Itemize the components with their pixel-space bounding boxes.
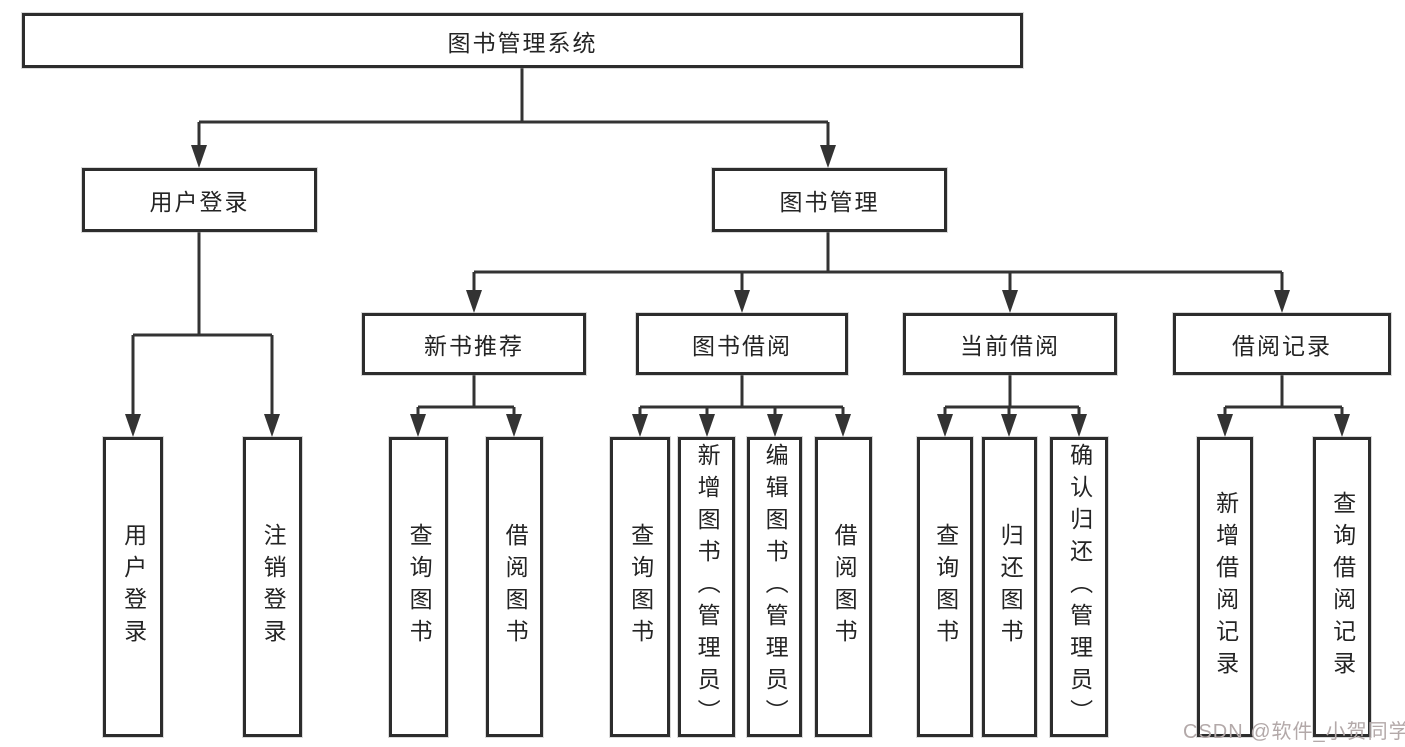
- node-user-login: 用户登录: [82, 168, 317, 232]
- node-book-management: 图书管理: [712, 168, 947, 232]
- arrow-down-icon: [1334, 414, 1350, 437]
- connector-current-to-leaves: [943, 375, 1081, 416]
- connector-mgmt-to-level3: [472, 232, 1284, 292]
- leaf-edit-book-admin: 编辑图书（管理员）: [747, 437, 802, 737]
- connector-borrow-to-leaves: [638, 375, 845, 416]
- connector-rec-to-leaves: [416, 375, 516, 416]
- arrow-down-icon: [632, 414, 648, 437]
- leaf-borrow-books-rec-label: 借阅图书: [502, 523, 529, 651]
- arrow-down-icon: [125, 414, 141, 437]
- arrow-down-icon: [410, 414, 426, 437]
- arrow-down-icon: [466, 290, 482, 313]
- arrow-down-icon: [506, 414, 522, 437]
- connector-root-to-level2: [197, 68, 830, 147]
- node-new-book-recommend-label: 新书推荐: [424, 333, 524, 359]
- connector-record-to-leaves: [1223, 375, 1344, 416]
- node-root-label: 图书管理系统: [447, 29, 598, 56]
- leaf-query-borrow-record-label: 查询借阅记录: [1329, 491, 1356, 683]
- arrow-down-icon: [1002, 290, 1018, 313]
- node-book-management-label: 图书管理: [779, 189, 880, 215]
- leaf-logout-label: 注销登录: [260, 523, 287, 651]
- leaf-borrow-books-rec: 借阅图书: [486, 437, 543, 737]
- arrow-down-icon: [264, 414, 280, 437]
- node-current-borrow: 当前借阅: [903, 313, 1117, 375]
- leaf-add-borrow-record-label: 新增借阅记录: [1212, 491, 1239, 683]
- leaf-user-login: 用户登录: [103, 437, 163, 737]
- leaf-edit-book-admin-label: 编辑图书（管理员）: [762, 443, 789, 731]
- leaf-return-book-label: 归还图书: [997, 523, 1024, 651]
- arrow-down-icon: [767, 414, 783, 437]
- leaf-add-borrow-record: 新增借阅记录: [1197, 437, 1253, 737]
- node-book-borrow: 图书借阅: [636, 313, 848, 375]
- csdn-watermark: CSDN @软件_小贺同学: [1183, 721, 1405, 743]
- leaf-query-borrow-record: 查询借阅记录: [1313, 437, 1371, 737]
- leaf-query-books-rec-label: 查询图书: [406, 523, 433, 651]
- leaf-confirm-return-admin: 确认归还（管理员）: [1050, 437, 1108, 737]
- arrow-down-icon: [734, 290, 750, 313]
- node-current-borrow-label: 当前借阅: [960, 333, 1060, 359]
- node-root: 图书管理系统: [22, 13, 1023, 68]
- leaf-query-books-current: 查询图书: [917, 437, 973, 737]
- leaf-logout: 注销登录: [243, 437, 302, 737]
- arrow-down-icon: [835, 414, 851, 437]
- leaf-add-book-admin-label: 新增图书（管理员）: [694, 443, 721, 731]
- arrow-down-icon: [1071, 414, 1087, 437]
- node-book-borrow-label: 图书借阅: [692, 333, 792, 359]
- leaf-user-login-label: 用户登录: [120, 523, 147, 651]
- connector-login-to-leaves: [131, 232, 274, 416]
- arrow-down-icon: [699, 414, 715, 437]
- node-new-book-recommend: 新书推荐: [362, 313, 586, 375]
- arrow-down-icon: [191, 145, 207, 168]
- leaf-return-book: 归还图书: [982, 437, 1037, 737]
- arrow-down-icon: [1001, 414, 1017, 437]
- leaf-borrow-books: 借阅图书: [815, 437, 872, 737]
- node-borrow-records-label: 借阅记录: [1232, 333, 1332, 359]
- leaf-query-books-rec: 查询图书: [389, 437, 448, 737]
- arrow-down-icon: [937, 414, 953, 437]
- arrow-down-icon: [1217, 414, 1233, 437]
- arrow-down-icon: [1274, 290, 1290, 313]
- leaf-borrow-books-label: 借阅图书: [831, 523, 858, 651]
- leaf-add-book-admin: 新增图书（管理员）: [678, 437, 735, 737]
- arrow-down-icon: [820, 145, 836, 168]
- node-user-login-label: 用户登录: [149, 189, 250, 215]
- leaf-query-books-borrow-label: 查询图书: [627, 523, 654, 651]
- leaf-query-books-borrow: 查询图书: [610, 437, 670, 737]
- node-borrow-records: 借阅记录: [1173, 313, 1391, 375]
- leaf-confirm-return-admin-label: 确认归还（管理员）: [1066, 443, 1093, 731]
- leaf-query-books-current-label: 查询图书: [932, 523, 959, 651]
